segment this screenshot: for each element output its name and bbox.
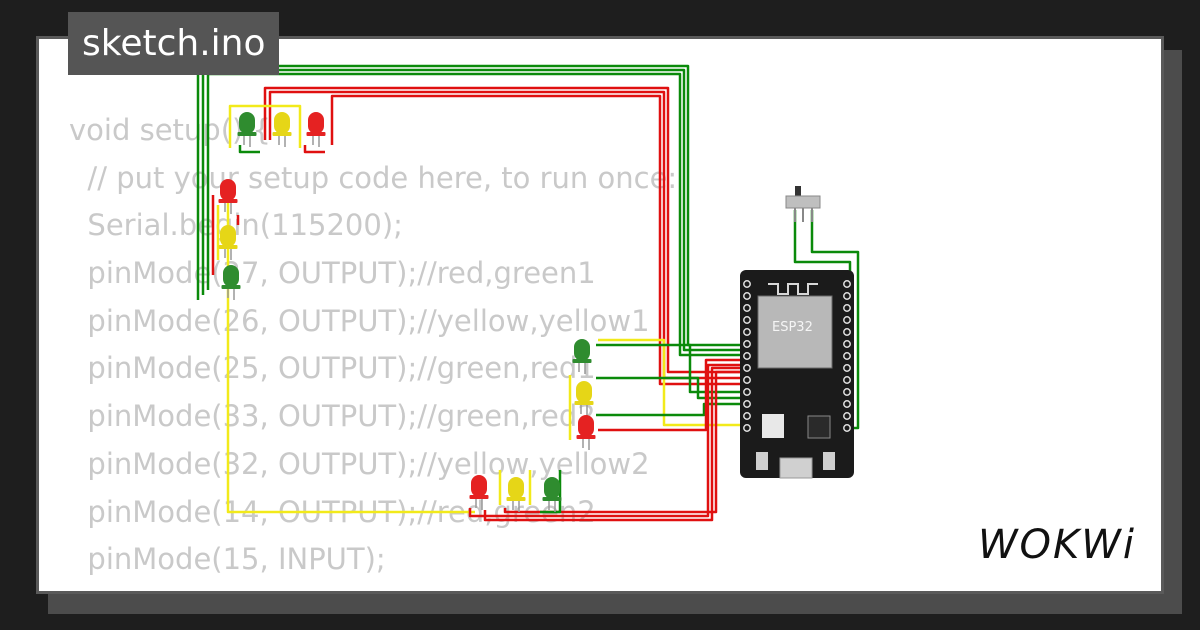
wire-red	[263, 86, 745, 374]
wire-green	[238, 145, 260, 154]
code-line: pinMode(27, OUTPUT);//red,green1	[69, 256, 596, 291]
wire-red	[268, 90, 745, 380]
wire-green	[596, 376, 745, 400]
led-yellow[interactable]	[573, 380, 595, 417]
code-line: pinMode(25, OUTPUT);//green,red1	[69, 351, 596, 386]
code-line: pinMode(33, OUTPUT);//green,red2	[69, 399, 596, 434]
wire-red	[468, 363, 745, 518]
led-red[interactable]	[468, 474, 490, 511]
led-red[interactable]	[305, 111, 327, 148]
pin-header-left	[743, 280, 751, 432]
wire-green	[206, 72, 745, 357]
led-yellow[interactable]	[505, 476, 527, 513]
wire-yellow	[226, 200, 475, 514]
code-background: void setup() { // put your setup code he…	[69, 107, 677, 584]
file-title: sketch.ino	[68, 12, 280, 75]
wire-red	[483, 366, 745, 522]
wire-green	[596, 402, 745, 417]
led-red[interactable]	[575, 414, 597, 451]
wire-red	[303, 145, 325, 154]
slide-switch[interactable]	[785, 186, 821, 222]
code-line: void setup() {	[69, 113, 271, 147]
en-button[interactable]	[823, 452, 835, 470]
code-line: pinMode(26, OUTPUT);//yellow,yellow1	[69, 303, 650, 338]
wire-green	[540, 470, 562, 514]
usb-port	[779, 457, 813, 479]
wire-yellow	[598, 338, 745, 427]
wire-red	[330, 94, 745, 386]
wire-green	[201, 68, 745, 352]
antenna-icon	[768, 283, 818, 295]
code-line: // put your setup code here, to run once…	[69, 160, 678, 195]
board-label: ESP32	[772, 320, 813, 335]
wire-yellow	[228, 104, 302, 148]
code-line: pinMode(32, OUTPUT);//yellow,yellow2	[69, 446, 650, 481]
led-yellow[interactable]	[271, 111, 293, 148]
usb-chip	[807, 415, 831, 439]
voltage-regulator	[762, 414, 784, 438]
esp32-board[interactable]: ESP32	[740, 270, 854, 479]
wire-green	[596, 343, 745, 394]
wire-green	[196, 64, 745, 347]
project-preview-card[interactable]: void setup() { // put your setup code he…	[36, 36, 1164, 594]
wire-red	[503, 370, 745, 514]
wire-red	[598, 358, 745, 432]
led-green[interactable]	[220, 264, 242, 301]
boot-button[interactable]	[756, 452, 768, 470]
pin-header-right	[843, 280, 851, 432]
wokwi-logo: WOKWi	[978, 522, 1136, 568]
code-line: Serial.begin(115200);	[69, 208, 403, 243]
led-green[interactable]	[541, 476, 563, 513]
led-green[interactable]	[571, 338, 593, 375]
wire-yellow	[498, 470, 532, 505]
code-line: pinMode(15, INPUT);	[69, 542, 386, 577]
led-green[interactable]	[236, 111, 258, 148]
